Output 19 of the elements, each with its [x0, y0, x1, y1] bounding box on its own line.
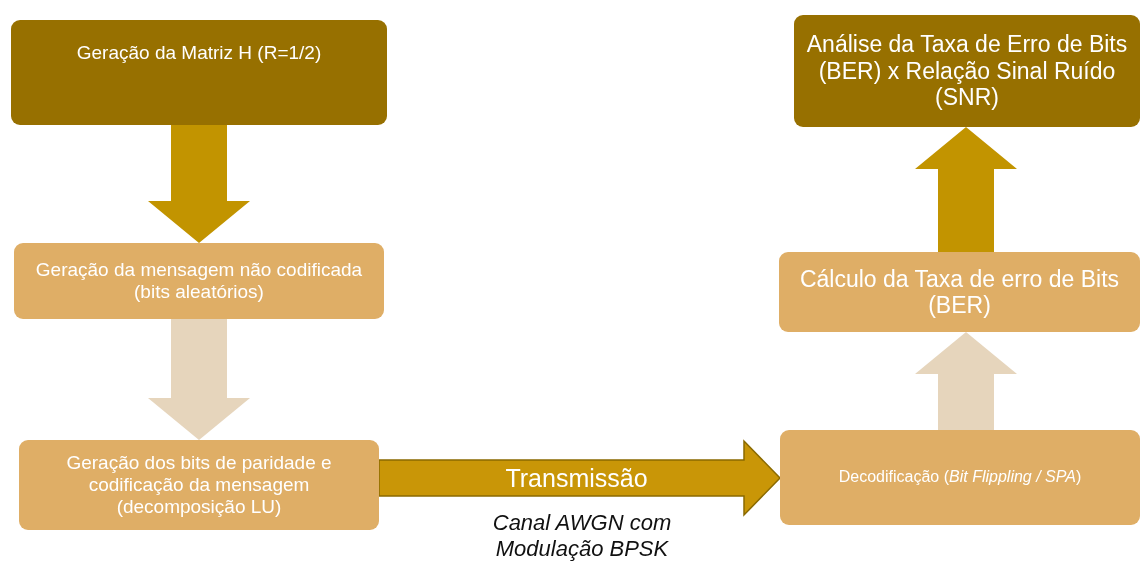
box-text: Geração da mensagem não codificada (bits aleatórios): [34, 259, 364, 303]
box-text: Geração dos bits de paridade e codificação da mensagem (decomposição LU): [65, 452, 333, 518]
block-arrow: [148, 125, 250, 243]
block-arrow: [148, 319, 250, 440]
box-text: Geração da Matriz H (R=1/2): [76, 42, 322, 64]
process-box: [779, 252, 1140, 332]
note-text: Canal AWGN com Modulação BPSK: [491, 510, 673, 563]
box-text: Análise da Taxa de Erro de Bits (BER) x Relação Sinal Ruído (SNR): [805, 31, 1129, 111]
box-text: Cálculo da Taxa de erro de Bits (BER): [798, 265, 1121, 319]
block-arrow: [378, 439, 782, 517]
block-arrow: [915, 127, 1017, 252]
process-box: [794, 15, 1140, 127]
box-text: Decodificação (Bit Flippling / SPA): [838, 468, 1082, 487]
process-box: [19, 440, 379, 530]
process-box: [11, 20, 387, 125]
edge-label: Transmissão: [505, 463, 648, 493]
block-arrow: [915, 332, 1017, 430]
process-box: [14, 243, 384, 319]
process-box: [780, 430, 1140, 525]
